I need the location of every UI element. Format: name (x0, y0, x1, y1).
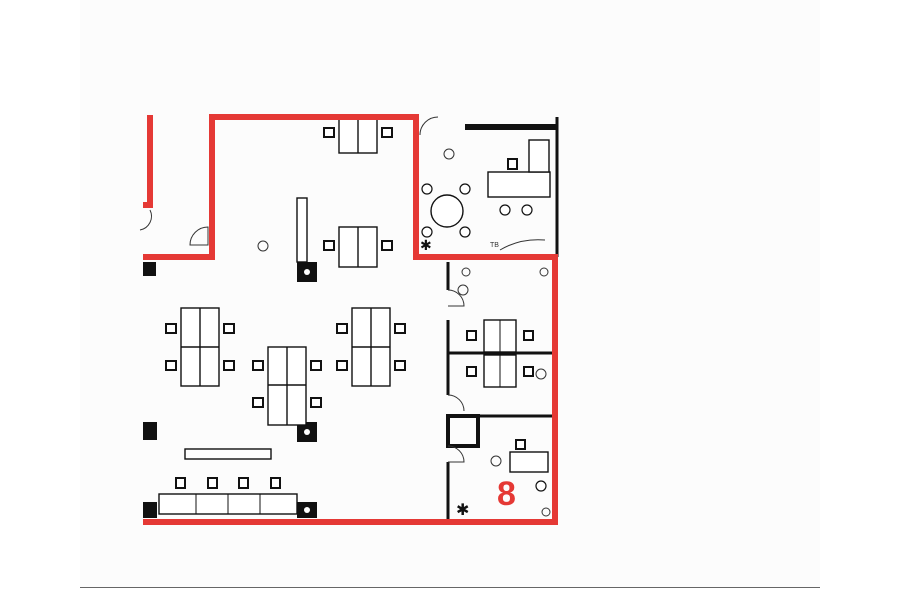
desks (158, 117, 551, 515)
bottom-divider (80, 587, 820, 588)
black-walls (446, 117, 559, 520)
floorplan-panel (80, 0, 820, 588)
markers: TB (257, 148, 551, 517)
plants: ✱ ✱ (420, 237, 469, 519)
columns (143, 262, 317, 518)
room-tag: TB (490, 242, 499, 249)
svg-text:✱: ✱ (456, 502, 469, 519)
chairs (165, 127, 547, 492)
zone-highlight-walls (143, 114, 558, 525)
doors (139, 116, 546, 463)
svg-text:✱: ✱ (420, 237, 432, 253)
zone-label: 8 (497, 475, 516, 513)
